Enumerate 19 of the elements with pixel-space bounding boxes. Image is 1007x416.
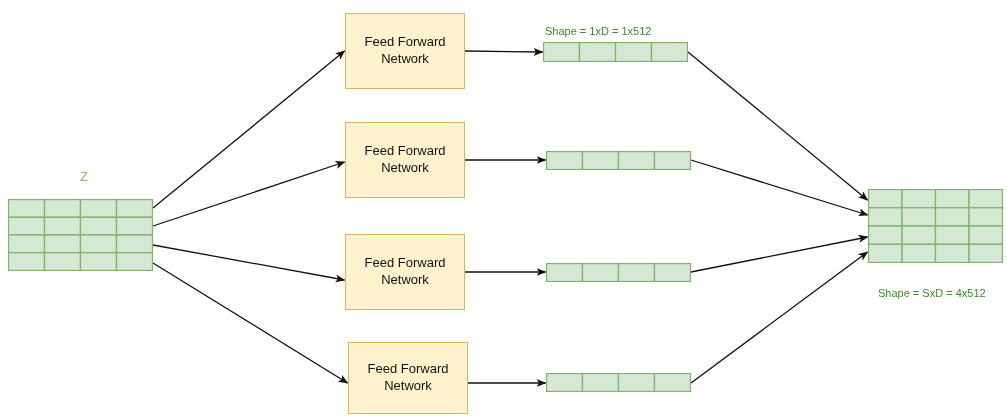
process-box: Feed Forward Network [345,122,465,198]
process-box: Feed Forward Network [345,234,465,310]
matrix-name: Z [80,169,88,184]
arrow [464,268,547,276]
arrow [152,244,346,283]
arrow [690,251,869,384]
arrow [687,51,869,201]
process-box: Feed Forward Network [348,342,468,414]
arrow [690,234,869,273]
arrow [152,161,346,227]
process-box: Feed Forward Network [345,13,465,89]
arrow [467,379,547,387]
arrow [152,50,346,209]
arrow [152,262,349,384]
shape-label: Shape = 1xD = 1x512 [545,25,652,37]
arrow [464,47,544,56]
shape-label: Shape = SxD = 4x512 [878,287,986,299]
arrow [464,156,547,164]
arrow [690,159,869,217]
